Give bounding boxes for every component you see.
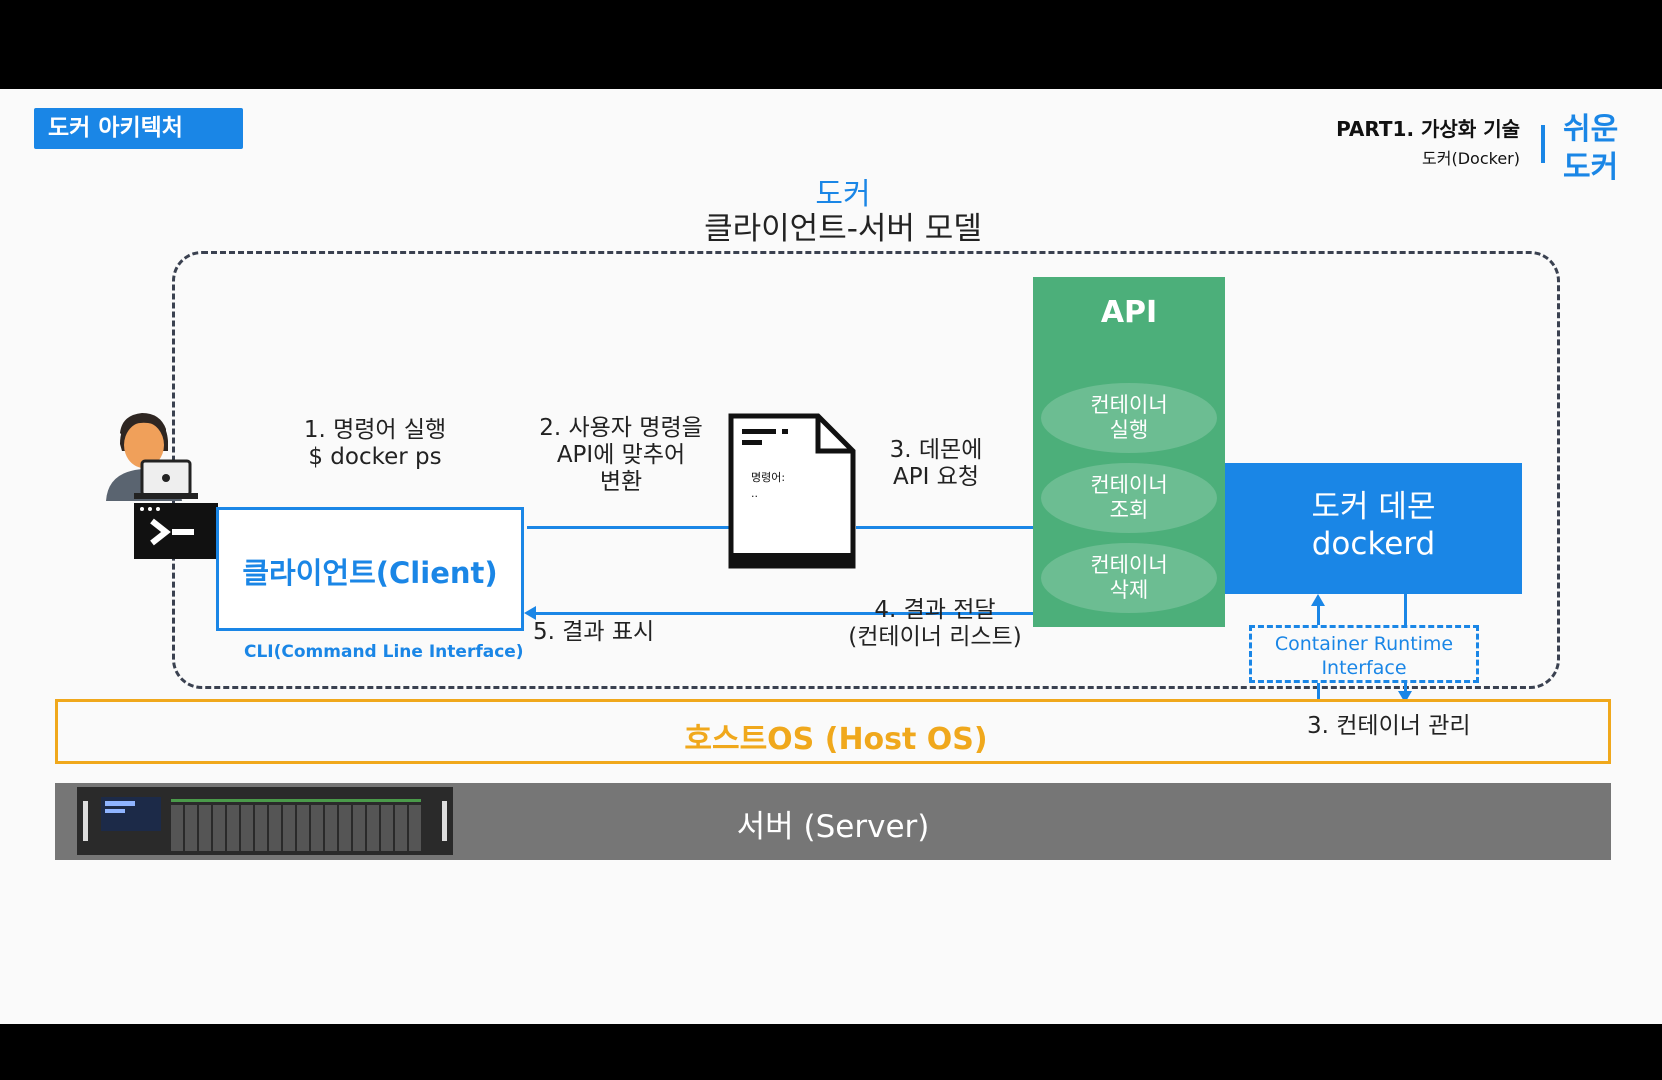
- diagram-title-line1: 도커: [815, 177, 871, 212]
- api-item-list-text: 컨테이너 조회: [1041, 473, 1217, 523]
- client-box: 클라이언트(Client): [216, 507, 524, 631]
- api-item-delete-line1: 컨테이너: [1090, 553, 1168, 577]
- brand-logo: 쉬운 도커: [1563, 111, 1618, 187]
- docker-daemon-text: 도커 데몬 dockerd: [1225, 489, 1522, 563]
- server-rack-icon: [77, 787, 453, 855]
- brand-logo-line2: 도커: [1563, 150, 1619, 185]
- slide: 도커 아키텍처 PART1. 가상화 기술 도커(Docker) 쉬운 도커 도…: [0, 89, 1662, 1024]
- daemon-to-cri-down-line: [1404, 594, 1407, 627]
- part-subtitle: 도커(Docker): [1422, 149, 1520, 168]
- cli-label: CLI(Command Line Interface): [244, 642, 524, 662]
- response-line: [535, 612, 1033, 615]
- section-tag: 도커 아키텍처: [34, 108, 243, 149]
- document-text-line1: 명령어:: [751, 471, 786, 484]
- step2-line1: 2. 사용자 명령을: [539, 415, 703, 441]
- brand-logo-line1: 쉬운: [1563, 112, 1619, 147]
- step3-line2: API 요청: [892, 464, 980, 490]
- api-box: API 컨테이너 실행 컨테이너 조회 컨테이너 삭제: [1033, 277, 1225, 627]
- cri-line1: Container Runtime: [1274, 633, 1454, 655]
- step2-line3: 변환: [599, 469, 643, 495]
- server-bar: 서버 (Server): [55, 783, 1611, 860]
- api-item-run-line1: 컨테이너: [1090, 393, 1168, 417]
- step4-label: 4. 결과 전달 (컨테이너 리스트): [835, 597, 1035, 651]
- document-text-line2: ..: [751, 487, 758, 500]
- api-item-run-line2: 실행: [1109, 418, 1149, 442]
- docker-daemon-line2: dockerd: [1311, 526, 1436, 562]
- cri-text: Container Runtime Interface: [1252, 632, 1476, 680]
- brand-divider: [1541, 125, 1545, 163]
- docker-daemon-line1: 도커 데몬: [1311, 489, 1436, 525]
- step5-line: 5. 결과 표시: [533, 619, 655, 645]
- diagram-title-line2: 클라이언트-서버 모델: [704, 211, 982, 247]
- command-document-icon: [728, 413, 856, 569]
- api-item-list: 컨테이너 조회: [1041, 463, 1217, 533]
- api-item-delete-text: 컨테이너 삭제: [1041, 553, 1217, 603]
- step5-label: 5. 결과 표시: [533, 597, 673, 646]
- step3-label: 3. 데몬에 API 요청: [866, 437, 1006, 491]
- step1-line2: $ docker ps: [308, 444, 442, 470]
- cri-up-arrowhead: [1311, 594, 1325, 606]
- part-title: PART1. 가상화 기술: [1336, 117, 1520, 141]
- api-item-delete: 컨테이너 삭제: [1041, 543, 1217, 613]
- api-item-run-text: 컨테이너 실행: [1041, 393, 1217, 443]
- api-item-run: 컨테이너 실행: [1041, 383, 1217, 453]
- container-manage-label: 3. 컨테이너 관리: [1307, 713, 1471, 739]
- step4-line1: 4. 결과 전달: [874, 597, 996, 623]
- server-label: 서버 (Server): [736, 809, 930, 845]
- cri-line2: Interface: [1321, 657, 1407, 679]
- api-item-list-line2: 조회: [1109, 498, 1149, 522]
- step1-label: 1. 명령어 실행 $ docker ps: [280, 417, 470, 471]
- docker-daemon-box: 도커 데몬 dockerd: [1225, 463, 1522, 594]
- step2-label: 2. 사용자 명령을 API에 맞추어 변환: [526, 415, 716, 496]
- response-arrowhead: [524, 606, 536, 620]
- host-os-label: 호스트OS (Host OS): [684, 722, 988, 757]
- cri-box: Container Runtime Interface: [1249, 625, 1479, 683]
- api-item-list-line1: 컨테이너: [1090, 473, 1168, 497]
- step2-line2: API에 맞추어: [556, 442, 686, 468]
- host-os-box: 호스트OS (Host OS): [55, 699, 1611, 764]
- cri-to-host-right-line: [1404, 683, 1407, 693]
- daemon-to-cri-up-line: [1317, 605, 1320, 627]
- cri-to-host-left-line: [1317, 683, 1320, 699]
- request-line-doc-api: [856, 526, 1033, 529]
- step1-line1: 1. 명령어 실행: [303, 417, 447, 443]
- server-rack-graphic: [77, 787, 453, 855]
- api-title: API: [1100, 295, 1158, 330]
- step3-line1: 3. 데몬에: [889, 437, 983, 463]
- api-item-delete-line2: 삭제: [1109, 578, 1149, 602]
- step4-line2: (컨테이너 리스트): [848, 624, 1022, 650]
- request-line-client-doc: [527, 526, 729, 529]
- client-label: 클라이언트(Client): [242, 556, 498, 590]
- developer-icon: [106, 413, 218, 559]
